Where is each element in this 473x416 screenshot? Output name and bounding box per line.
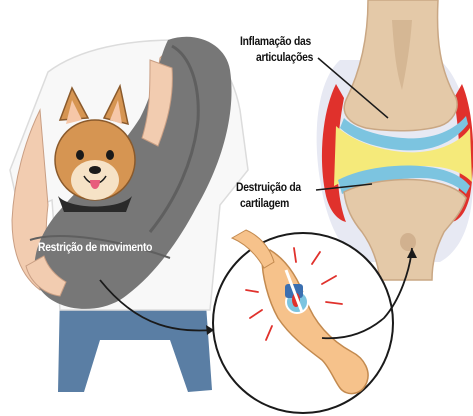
- joint-diagram: [317, 0, 473, 280]
- destruction-label-line2: cartilagem: [240, 196, 289, 210]
- inflammation-label-line1: Inflamação das: [240, 34, 311, 48]
- inflammation-label-line2: articulações: [256, 50, 313, 64]
- restriction-label: Restrição de movimento: [38, 240, 152, 254]
- leg-closeup: [213, 230, 393, 413]
- destruction-label-line1: Destruição da: [236, 180, 301, 194]
